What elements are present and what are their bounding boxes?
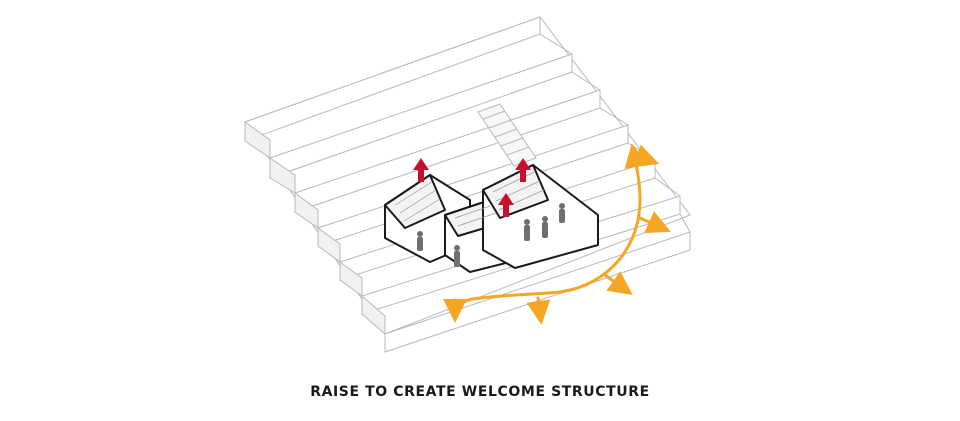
curved-flow-arrow-icon xyxy=(443,143,671,325)
up-arrow-icon xyxy=(515,158,531,182)
person-silhouette-icon xyxy=(542,216,548,238)
person-silhouette-icon xyxy=(417,231,423,251)
step-side-6 xyxy=(361,294,386,336)
up-arrow-icon xyxy=(498,193,514,217)
stair-flight xyxy=(477,103,537,167)
person-silhouette-icon xyxy=(524,219,530,241)
raise-arrows xyxy=(413,158,531,217)
terrace-right-edge xyxy=(539,17,691,250)
flow-branch-right xyxy=(638,211,671,234)
person-silhouette-icon xyxy=(559,203,565,223)
diagram-caption: RAISE TO CREATE WELCOME STRUCTURE xyxy=(310,384,650,400)
flow-branch-down xyxy=(526,296,551,325)
people xyxy=(417,203,565,267)
pavilion-left-roof xyxy=(384,174,446,229)
flow-main-arc xyxy=(453,143,649,310)
flow-branch-up-right xyxy=(632,144,660,168)
person-silhouette-icon xyxy=(454,245,460,267)
flow-branch-down-right xyxy=(603,271,633,296)
up-arrow-icon xyxy=(413,158,429,182)
terrace-steps xyxy=(244,16,691,353)
